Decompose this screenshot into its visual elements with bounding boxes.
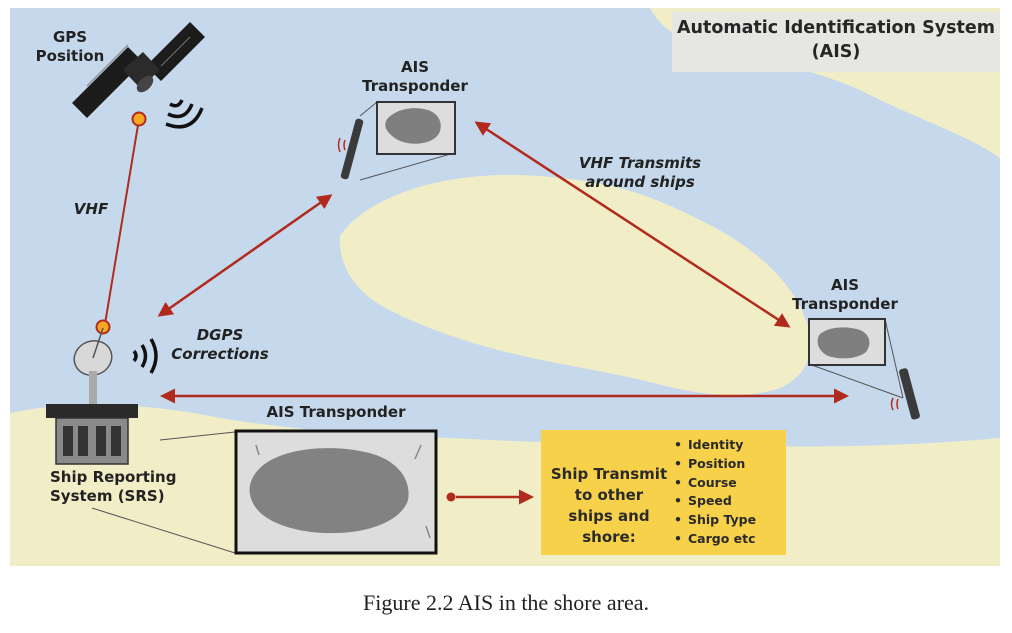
satellite-icon [72, 22, 205, 118]
gps-position-label: GPS Position [35, 28, 105, 65]
vhf-transmit-arrow [474, 121, 791, 328]
info-item-speed: Speed [674, 492, 756, 511]
dgps-arrow [157, 194, 333, 317]
vhf-transmits-label: VHF Transmits around ships [578, 154, 702, 191]
ais-transponder-bottom-label: AIS Transponder [266, 403, 406, 421]
srs-signal-icon [132, 338, 158, 374]
title-box [672, 12, 1000, 72]
info-item-cargo: Cargo etc [674, 530, 756, 549]
info-box-heading: Ship Transmit to other ships and shore: [550, 465, 668, 546]
vhf-label: VHF [73, 200, 109, 218]
info-item-position: Position [674, 455, 756, 474]
srs-antenna-dot [95, 319, 111, 335]
info-item-identity: Identity [674, 436, 756, 455]
output-dot [446, 492, 456, 502]
figure-caption: Figure 2.2 AIS in the shore area. [363, 590, 649, 615]
dgps-corrections-label: DGPS Corrections [171, 326, 269, 363]
top-transponder [337, 101, 456, 181]
srs-label: Ship Reporting System (SRS) [50, 468, 177, 505]
ais-transponder-top-label: AIS Transponder [362, 58, 468, 95]
ais-transponder-right-label: AIS Transponder [792, 276, 898, 313]
satellite-signal-icon [165, 99, 204, 129]
bottom-transponder [91, 429, 438, 555]
info-item-ship-type: Ship Type [674, 511, 756, 530]
diagram-title: Automatic Identification System (AIS) [677, 18, 995, 62]
ais-diagram: Automatic Identification System (AIS) GP… [10, 8, 1000, 566]
info-box-list: Identity Position Course Speed Ship Type… [674, 436, 756, 549]
right-transponder [808, 318, 920, 420]
srs-station-icon [46, 327, 138, 465]
vhf-link-line [104, 118, 140, 325]
satellite-dot [131, 111, 147, 127]
info-item-course: Course [674, 474, 756, 493]
